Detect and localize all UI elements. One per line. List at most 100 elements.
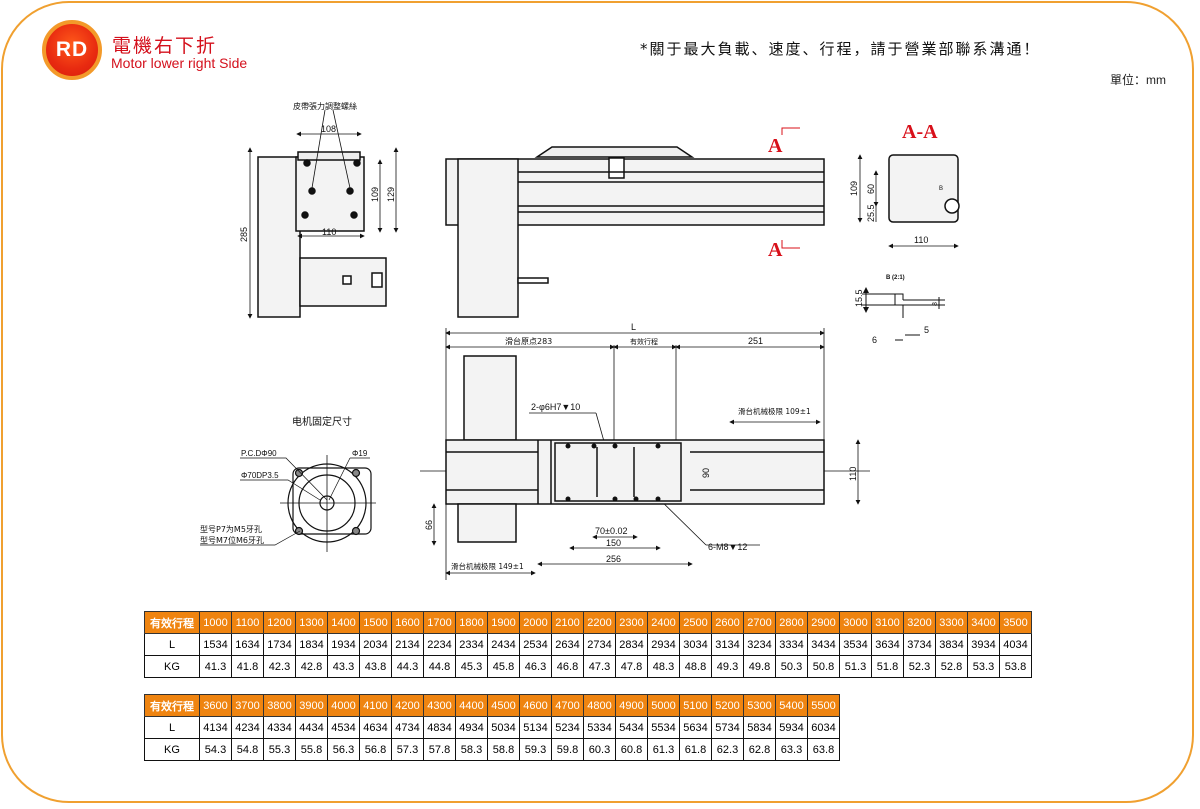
weight-cell: 48.8 xyxy=(679,655,712,678)
length-cell: 4434 xyxy=(295,716,328,739)
length-cell: 3234 xyxy=(743,633,776,656)
title-chinese: 電機右下折 xyxy=(112,35,218,57)
weight-cell: 50.8 xyxy=(807,655,840,678)
weight-cell: 59.8 xyxy=(551,738,584,761)
stroke-cell: 2400 xyxy=(647,611,680,634)
length-cell: 3834 xyxy=(935,633,968,656)
length-cell: 4734 xyxy=(391,716,424,739)
length-cell: 4634 xyxy=(359,716,392,739)
stroke-cell: 3900 xyxy=(295,694,328,717)
section-mark-top: A xyxy=(768,135,783,157)
length-cell: 5134 xyxy=(519,716,552,739)
length-cell: 5534 xyxy=(647,716,680,739)
dim-70: 70±0.02 xyxy=(595,526,627,536)
weight-cell: 45.8 xyxy=(487,655,520,678)
weight-cell: 44.3 xyxy=(391,655,424,678)
dim-109-aa: 109 xyxy=(849,181,859,196)
mark-b: B xyxy=(939,186,943,192)
bore-label: Φ19 xyxy=(352,449,368,458)
detail-b-label: B (2:1) xyxy=(886,275,905,281)
length-cell: 5034 xyxy=(487,716,520,739)
note-m7: 型号M7位M6牙孔 xyxy=(200,535,264,545)
tap-holes-label: 6-M8▼12 xyxy=(708,542,747,552)
length-cell: 4534 xyxy=(327,716,360,739)
side-top-bar xyxy=(297,151,361,161)
length-cell: 4334 xyxy=(263,716,296,739)
dim-129: 129 xyxy=(386,187,396,202)
stroke-cell: 2700 xyxy=(743,611,776,634)
technical-drawing: 皮帶張力調整螺絲 108 110 109 129 285 A A A-A 109… xyxy=(200,101,960,580)
stroke-cell: 5400 xyxy=(775,694,808,717)
stroke-cell: 1600 xyxy=(391,611,424,634)
dim-150: 150 xyxy=(606,538,621,548)
stroke-cell: 1900 xyxy=(487,611,520,634)
length-cell: 2334 xyxy=(455,633,488,656)
length-cell: 2434 xyxy=(487,633,520,656)
length-cell: 3934 xyxy=(967,633,1000,656)
dim-251: 251 xyxy=(748,336,763,346)
weight-cell: 54.8 xyxy=(231,738,264,761)
weight-cell: 47.3 xyxy=(583,655,616,678)
front-view xyxy=(445,146,825,318)
stroke-cell: 3600 xyxy=(199,694,232,717)
length-cell: 2534 xyxy=(519,633,552,656)
weight-cell: 53.3 xyxy=(967,655,1000,678)
length-cell: 5734 xyxy=(711,716,744,739)
motor-mount-drawing xyxy=(200,455,376,552)
length-cell: 1734 xyxy=(263,633,296,656)
row-label-KG: KG xyxy=(144,655,200,678)
weight-cell: 61.3 xyxy=(647,738,680,761)
length-cell: 4934 xyxy=(455,716,488,739)
stroke-cell: 3300 xyxy=(935,611,968,634)
header-stroke-label: 有效行程 xyxy=(144,611,200,634)
stroke-cell: 4300 xyxy=(423,694,456,717)
detail-b-shape xyxy=(862,287,945,341)
dim-256: 256 xyxy=(606,554,621,564)
weight-cell: 42.8 xyxy=(295,655,328,678)
weight-cell: 52.3 xyxy=(903,655,936,678)
stroke-cell: 4400 xyxy=(455,694,488,717)
stroke-cell: 2100 xyxy=(551,611,584,634)
stroke-cell: 4500 xyxy=(487,694,520,717)
weight-cell: 43.3 xyxy=(327,655,360,678)
stroke-cell: 1500 xyxy=(359,611,392,634)
stroke-cell: 5500 xyxy=(807,694,840,717)
row-label-KG: KG xyxy=(144,738,200,761)
dim-110-aa: 110 xyxy=(914,235,928,245)
weight-cell: 43.8 xyxy=(359,655,392,678)
front-carriage xyxy=(534,146,695,158)
stroke-cell: 4000 xyxy=(327,694,360,717)
dim-90: 90 xyxy=(701,468,711,478)
pcd-label: P.C.DΦ90 xyxy=(241,449,277,458)
length-cell: 3534 xyxy=(839,633,872,656)
weight-cell: 49.3 xyxy=(711,655,744,678)
dim-110-side: 110 xyxy=(322,227,336,237)
stroke-cell: 3700 xyxy=(231,694,264,717)
length-cell: 5834 xyxy=(743,716,776,739)
dim-108: 108 xyxy=(321,124,336,134)
weight-cell: 46.8 xyxy=(551,655,584,678)
stroke-cell: 2500 xyxy=(679,611,712,634)
length-cell: 1534 xyxy=(199,633,232,656)
stroke-cell: 5000 xyxy=(647,694,680,717)
row-label-L: L xyxy=(144,716,200,739)
section-aa-profile xyxy=(888,154,960,223)
dim-L: L xyxy=(631,322,636,332)
length-cell: 2834 xyxy=(615,633,648,656)
carriage-holes xyxy=(565,443,661,502)
stroke-cell: 1300 xyxy=(295,611,328,634)
stroke-cell: 3500 xyxy=(999,611,1032,634)
stroke-cell: 3400 xyxy=(967,611,1000,634)
stroke-cell: 4700 xyxy=(551,694,584,717)
weight-cell: 44.8 xyxy=(423,655,456,678)
weight-cell: 52.8 xyxy=(935,655,968,678)
length-cell: 2034 xyxy=(359,633,392,656)
stroke-cell: 2900 xyxy=(807,611,840,634)
length-cell: 2234 xyxy=(423,633,456,656)
belt-tension-label: 皮帶張力調整螺絲 xyxy=(293,101,357,111)
